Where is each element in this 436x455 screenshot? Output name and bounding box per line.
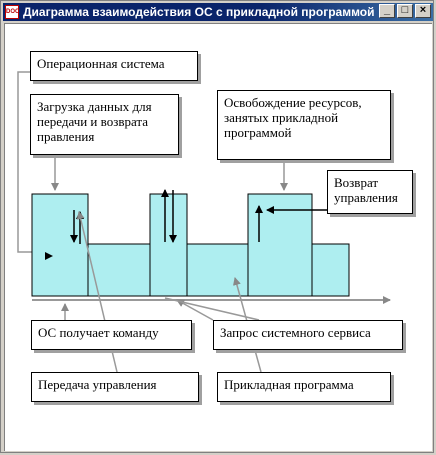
- note-app-program: Прикладная программа: [217, 372, 391, 402]
- note-release: Освобождение ресурсов, занятых прикладно…: [217, 90, 391, 160]
- note-transfer: Передача управления: [31, 372, 199, 402]
- app-icon: DOC: [5, 5, 19, 19]
- note-load: Загрузка данных для передачи и возврата …: [30, 94, 179, 155]
- service-request-connector: [176, 299, 214, 321]
- title-bar[interactable]: DOC Диаграмма взаимодействия ОС с прикла…: [3, 3, 433, 21]
- service-request-connector-2: [164, 297, 260, 321]
- diagram-canvas: Операционная система Загрузка данных для…: [4, 23, 432, 451]
- note-os-command: ОС получает команду: [31, 320, 192, 350]
- minimize-button[interactable]: _: [379, 4, 395, 18]
- note-return: Возврат управления: [327, 170, 413, 214]
- entry-arrow: [45, 252, 53, 260]
- close-button[interactable]: ×: [415, 4, 431, 18]
- note-service-request: Запрос системного сервиса: [213, 320, 403, 350]
- note-os: Операционная система: [30, 51, 198, 81]
- maximize-button[interactable]: □: [397, 4, 413, 18]
- os-connector: [17, 71, 35, 253]
- window-title: Диаграмма взаимодействия ОС с прикладной…: [23, 5, 375, 19]
